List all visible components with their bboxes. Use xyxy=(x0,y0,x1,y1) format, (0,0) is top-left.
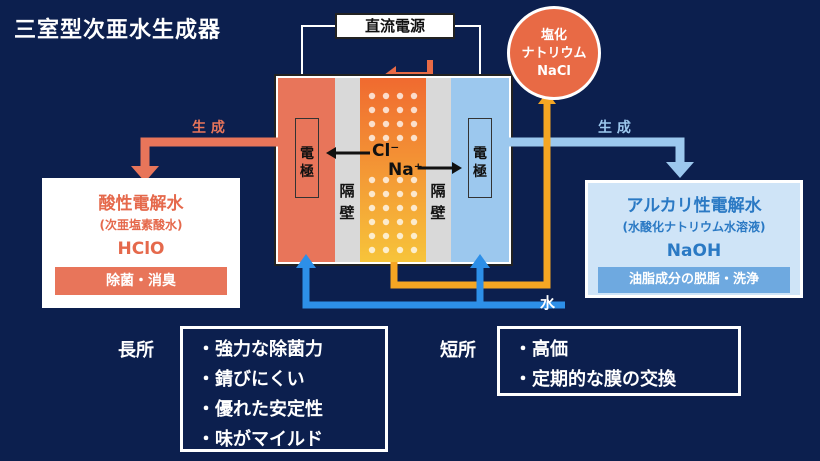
acidic-water-sub: (次亜塩素酸水) xyxy=(99,218,183,232)
wall-left xyxy=(335,78,360,262)
salt-feed-pipe xyxy=(395,60,433,78)
merits-label: 長所 xyxy=(118,340,154,361)
bubble xyxy=(396,176,404,184)
bubble xyxy=(368,106,376,114)
bubble xyxy=(382,92,390,100)
bubble xyxy=(382,120,390,128)
acid-output-pipe xyxy=(140,137,278,170)
demerit-item: ・定期的な膜の交換 xyxy=(514,369,676,390)
wall-left-bottom: 壁 xyxy=(339,204,355,222)
salt-line2: ナトリウム xyxy=(521,46,587,61)
wall-left-label: 隔 壁 xyxy=(336,180,358,224)
bubble xyxy=(368,246,376,254)
sodium-arrowhead xyxy=(452,162,462,174)
wall-left-top: 隔 xyxy=(339,182,355,200)
wall-right-label: 隔 壁 xyxy=(427,180,449,224)
alkaline-water-formula: NaOH xyxy=(666,241,722,261)
bubble xyxy=(382,232,390,240)
demerit-item: ・高価 xyxy=(514,339,568,360)
salt-supply-pipe xyxy=(390,96,551,289)
bubble xyxy=(396,218,404,226)
bubble xyxy=(382,176,390,184)
wall-right-top: 隔 xyxy=(430,182,446,200)
bubble xyxy=(396,232,404,240)
bubble xyxy=(410,106,418,114)
bubble xyxy=(368,134,376,142)
salt-line1: 塩化 xyxy=(540,28,567,43)
alkaline-output-pipe xyxy=(509,137,685,165)
bubble xyxy=(410,204,418,212)
anode-label-bottom: 極 xyxy=(300,164,314,180)
page-title: 三室型次亜水生成器 xyxy=(14,18,222,43)
acidic-water-panel: 酸性電解水 (次亜塩素酸水) HClO 除菌・消臭 xyxy=(42,178,240,308)
bubble xyxy=(382,218,390,226)
bubble xyxy=(410,190,418,198)
merit-item: ・強力な除菌力 xyxy=(197,339,323,360)
generate-label-right: 生 成 xyxy=(598,120,631,136)
bubble xyxy=(382,246,390,254)
bubble xyxy=(410,232,418,240)
bubble xyxy=(368,204,376,212)
bubble xyxy=(410,176,418,184)
bubble xyxy=(396,190,404,198)
alkaline-water-sub: (水酸化ナトリウム水溶液) xyxy=(622,220,766,234)
bubble xyxy=(396,92,404,100)
acidic-water-name: 酸性電解水 xyxy=(98,194,184,214)
merit-item: ・錆びにくい xyxy=(197,369,305,390)
bubble xyxy=(368,232,376,240)
water-arrowhead-anode xyxy=(296,254,316,268)
acidic-water-effect: 除菌・消臭 xyxy=(55,267,227,295)
anode-electrode: 電 極 xyxy=(295,118,319,198)
bubble xyxy=(368,218,376,226)
water-arrowhead-cathode xyxy=(470,254,490,268)
bubble xyxy=(410,218,418,226)
water-label: 水 xyxy=(540,294,556,312)
cathode-label-bottom: 極 xyxy=(473,164,487,180)
bubble xyxy=(368,176,376,184)
alkaline-water-name: アルカリ性電解水 xyxy=(626,196,762,216)
bubble xyxy=(382,106,390,114)
acid-output-arrowhead xyxy=(131,166,159,182)
bubble xyxy=(368,190,376,198)
bubble xyxy=(368,120,376,128)
chloride-arrowhead xyxy=(326,147,336,159)
bubble xyxy=(410,120,418,128)
bubble xyxy=(396,120,404,128)
bubble xyxy=(382,190,390,198)
wire-left xyxy=(301,25,336,75)
merits-list: ・強力な除菌力 ・錆びにくい ・優れた安定性 ・味がマイルド xyxy=(180,326,388,452)
bubble xyxy=(382,134,390,142)
power-source-box: 直流電源 xyxy=(335,13,455,39)
salt-bubbles xyxy=(368,92,418,254)
wall-right-bottom: 壁 xyxy=(430,204,446,222)
bubble xyxy=(410,134,418,142)
alkaline-output-arrowhead xyxy=(666,162,694,178)
wire-right xyxy=(454,25,481,75)
sodium-ion-label: Na⁺ xyxy=(388,160,423,180)
bubble xyxy=(368,92,376,100)
bubble xyxy=(396,134,404,142)
bubble xyxy=(396,106,404,114)
alkaline-water-panel: アルカリ性電解水 (水酸化ナトリウム水溶液) NaOH 油脂成分の脱脂・洗浄 xyxy=(585,180,803,298)
salt-formula: NaCl xyxy=(537,64,571,79)
salt-circle: 塩化 ナトリウム NaCl xyxy=(507,6,601,100)
wall-right xyxy=(426,78,451,262)
merit-item: ・優れた安定性 xyxy=(197,399,323,420)
bubble xyxy=(396,246,404,254)
cathode-electrode: 電 極 xyxy=(468,118,492,198)
bubble xyxy=(410,92,418,100)
acidic-water-formula: HClO xyxy=(117,239,165,259)
chloride-ion-label: Cl⁻ xyxy=(372,141,400,161)
alkaline-water-effect: 油脂成分の脱脂・洗浄 xyxy=(598,267,790,293)
cathode-label-top: 電 xyxy=(473,146,487,162)
anode-label-top: 電 xyxy=(300,146,314,162)
bubble xyxy=(396,204,404,212)
demerits-label: 短所 xyxy=(440,340,476,361)
bubble xyxy=(410,246,418,254)
bubble xyxy=(382,204,390,212)
demerits-list: ・高価 ・定期的な膜の交換 xyxy=(497,326,741,396)
generate-label-left: 生 成 xyxy=(192,120,225,136)
merit-item: ・味がマイルド xyxy=(197,429,323,450)
